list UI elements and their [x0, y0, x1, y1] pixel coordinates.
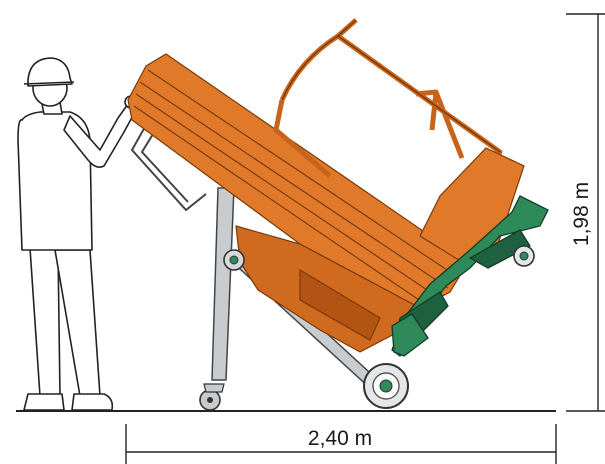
platform-railing-outline — [281, 19, 501, 153]
helmet-icon — [27, 57, 73, 87]
height-dimension-label: 1,98 m — [570, 182, 593, 246]
width-dimension — [125, 424, 557, 464]
mast — [127, 53, 469, 353]
pivot-wheel — [223, 249, 245, 271]
height-dimension — [566, 13, 605, 412]
worker-figure — [17, 57, 138, 411]
platform-wheel — [513, 245, 535, 267]
base-chassis — [391, 195, 549, 358]
front-caster-wheel — [199, 383, 225, 411]
rear-main-wheel — [363, 363, 409, 409]
width-dimension-label: 2,40 m — [308, 427, 372, 450]
